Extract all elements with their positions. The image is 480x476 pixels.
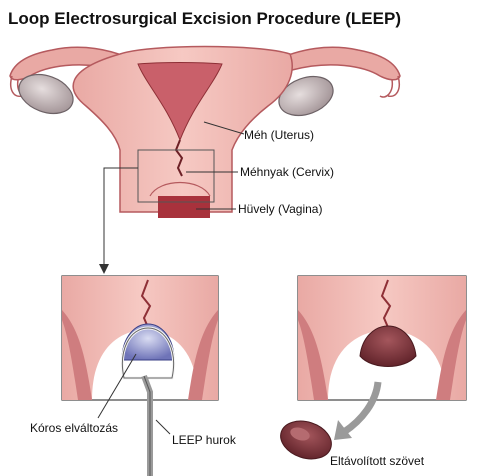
uterus-label: Méh (Uterus) [244, 128, 314, 142]
callout-arrowhead [99, 264, 109, 274]
right-fallopian-tube [270, 46, 401, 81]
cervical-canal [174, 139, 184, 177]
result-cervix-tissue [298, 276, 466, 400]
procedure-vaginal-wall-left [62, 310, 92, 400]
right-ovary [278, 75, 334, 117]
diagram-title: Loop Electrosurgical Excision Procedure … [8, 9, 401, 28]
procedure-cervix-tissue [62, 276, 218, 400]
result-vaginal-wall-left [298, 310, 328, 400]
loop-leader-line [155, 419, 171, 435]
removal-arrow [342, 381, 382, 435]
procedure-vaginal-wall-right [188, 310, 218, 400]
lesion-leader-line [97, 353, 137, 419]
cervix-callout-box [137, 149, 215, 203]
removed-tissue-core [290, 427, 310, 441]
callout-arrow [103, 167, 138, 266]
removed-tissue-label: Eltávolított szövet [330, 454, 425, 468]
removal-arrowhead [334, 420, 352, 440]
procedure-canal [140, 279, 152, 333]
vagina-label: Hüvely (Vagina) [238, 202, 322, 216]
lesion-label: Kóros elváltozás [30, 421, 118, 435]
leep-loop-handle-edge [143, 375, 151, 476]
result-vaginal-wall-right [436, 310, 466, 400]
uterine-cavity [137, 62, 223, 142]
excision-crater [359, 325, 417, 367]
left-fallopian-tube [9, 46, 140, 81]
left-ovary [18, 73, 74, 115]
leep-loop-outline [122, 327, 174, 379]
cervix-lip [149, 181, 211, 197]
result-canal [380, 279, 392, 333]
cervix-label: Méhnyak (Cervix) [240, 165, 334, 179]
uterus-leader-line [203, 121, 245, 135]
loop-label: LEEP hurok [172, 433, 237, 447]
uterus-illustration [9, 45, 401, 218]
right-fimbriae [379, 75, 400, 98]
vagina [158, 196, 210, 218]
